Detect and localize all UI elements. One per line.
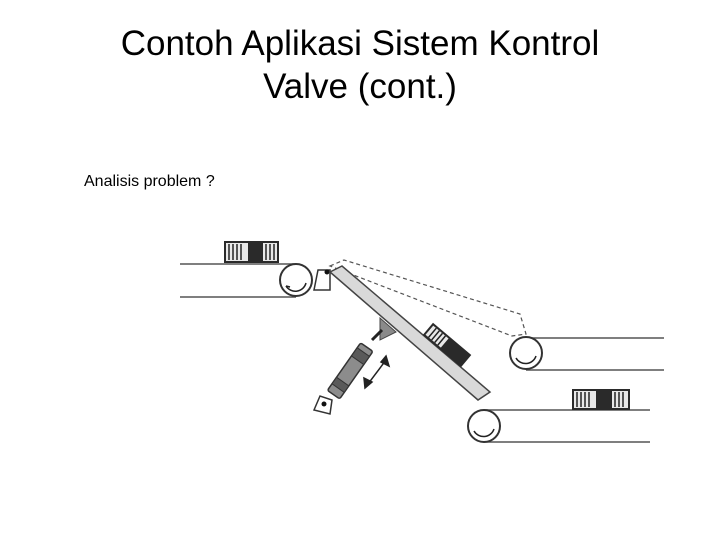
package-icon xyxy=(224,241,279,263)
chute-raised-outline xyxy=(328,259,527,337)
middle-conveyor-icon xyxy=(509,336,664,371)
slide-title-line-1: Contoh Aplikasi Sistem Kontrol xyxy=(120,24,600,63)
analysis-prompt: Analisis problem ? xyxy=(84,173,215,190)
motion-arrow-icon xyxy=(363,354,391,390)
lower-conveyor-icon xyxy=(467,409,650,443)
upper-conveyor-icon xyxy=(180,263,313,298)
pneumatic-cylinder-icon xyxy=(312,328,384,415)
pivot-bracket-icon xyxy=(313,269,331,291)
slide-title-line-2: Valve (cont.) xyxy=(263,67,457,106)
chute-package-icon xyxy=(422,322,472,368)
slide-title: Contoh Aplikasi Sistem Kontrol Valve (co… xyxy=(0,22,720,108)
diverter-chute-icon xyxy=(328,265,492,401)
lower-package-icon xyxy=(572,389,630,410)
